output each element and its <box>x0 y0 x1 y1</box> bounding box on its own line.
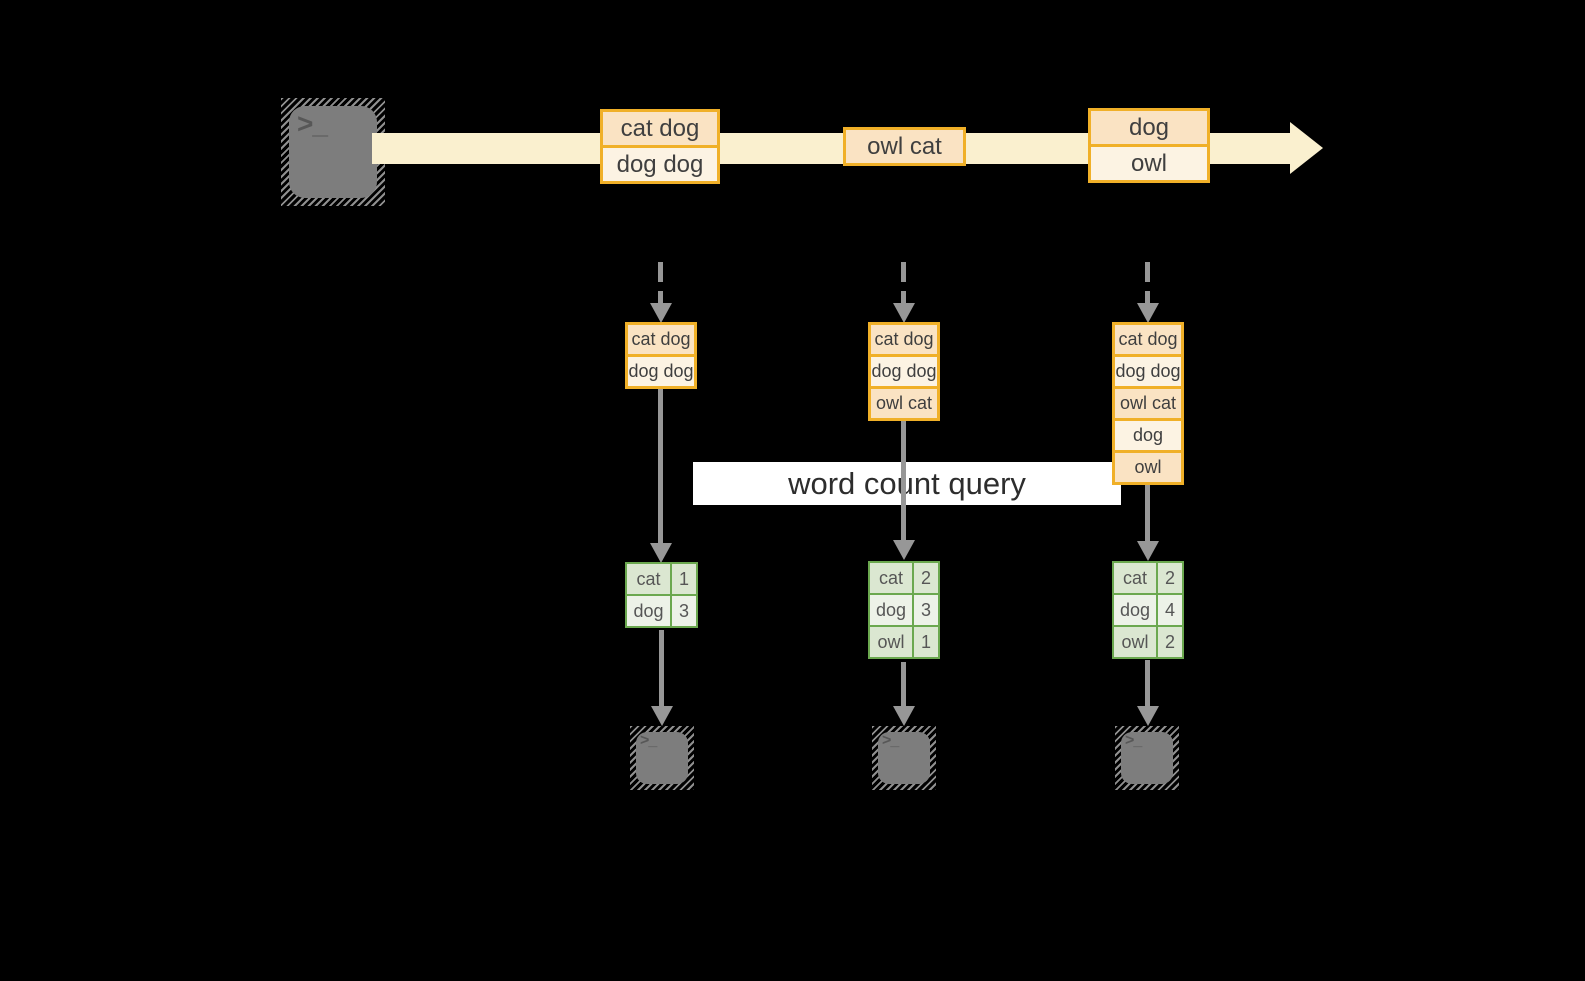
stack-record: owl cat <box>871 389 937 418</box>
output-terminal-icon-3: >_ <box>1115 726 1179 790</box>
stack-record: cat dog <box>628 325 694 354</box>
output-arrow-stem-3 <box>1145 660 1150 708</box>
query-arrowhead-2 <box>893 540 915 560</box>
source-terminal-icon: >_ <box>281 98 385 206</box>
stack-record: owl <box>1115 453 1181 482</box>
stream-record: owl <box>1091 147 1207 180</box>
count-cell: 2 <box>914 563 938 593</box>
query-arrowhead-3 <box>1137 541 1159 561</box>
terminal-prompt-glyph: >_ <box>882 732 899 749</box>
stack-record: dog dog <box>871 357 937 386</box>
count-cell: 3 <box>914 595 938 625</box>
table-row: cat 2 <box>1114 563 1182 593</box>
input-stack-1: cat dog dog dog <box>625 322 697 389</box>
stream-record: dog dog <box>603 148 717 181</box>
query-arrowhead-1 <box>650 543 672 563</box>
stream-batch-3: dog owl <box>1088 108 1210 183</box>
ingest-arrowhead-3 <box>1137 303 1159 323</box>
ingest-arrow-stem-2 <box>901 262 906 306</box>
table-row: cat 1 <box>627 564 696 594</box>
table-row: owl 2 <box>1114 627 1182 657</box>
table-row: dog 3 <box>870 595 938 625</box>
output-terminal-icon-2: >_ <box>872 726 936 790</box>
result-table-1: cat 1 dog 3 <box>625 562 698 628</box>
count-cell: 4 <box>1158 595 1182 625</box>
stream-record: cat dog <box>603 112 717 145</box>
table-row: dog 3 <box>627 596 696 626</box>
stack-record: dog dog <box>628 357 694 386</box>
output-terminal-icon-1: >_ <box>630 726 694 790</box>
word-cell: cat <box>1114 563 1156 593</box>
table-row: cat 2 <box>870 563 938 593</box>
terminal-prompt-glyph: >_ <box>1125 732 1142 749</box>
output-arrow-stem-1 <box>659 630 664 708</box>
input-stack-2: cat dog dog dog owl cat <box>868 322 940 421</box>
query-banner: word count query <box>693 462 1121 505</box>
result-table-3: cat 2 dog 4 owl 2 <box>1112 561 1184 659</box>
query-arrow-stem-2 <box>901 418 906 542</box>
ingest-arrow-stem-1 <box>658 262 663 306</box>
word-cell: dog <box>1114 595 1156 625</box>
terminal-screen <box>1121 732 1173 784</box>
word-cell: cat <box>870 563 912 593</box>
input-stack-3: cat dog dog dog owl cat dog owl <box>1112 322 1184 485</box>
stack-record: cat dog <box>871 325 937 354</box>
ingest-arrow-stem-3 <box>1145 262 1150 306</box>
stack-record: owl cat <box>1115 389 1181 418</box>
terminal-screen <box>289 106 377 198</box>
output-arrow-stem-2 <box>901 662 906 708</box>
result-table-2: cat 2 dog 3 owl 1 <box>868 561 940 659</box>
terminal-prompt-glyph: >_ <box>297 108 328 139</box>
ingest-arrowhead-1 <box>650 303 672 323</box>
output-arrowhead-3 <box>1137 706 1159 726</box>
stack-record: cat dog <box>1115 325 1181 354</box>
count-cell: 2 <box>1158 563 1182 593</box>
terminal-prompt-glyph: >_ <box>640 732 657 749</box>
stream-arrowhead-icon <box>1290 122 1323 174</box>
stream-batch-1: cat dog dog dog <box>600 109 720 184</box>
table-row: owl 1 <box>870 627 938 657</box>
stack-record: dog <box>1115 421 1181 450</box>
count-cell: 2 <box>1158 627 1182 657</box>
ingest-arrowhead-2 <box>893 303 915 323</box>
terminal-screen <box>636 732 688 784</box>
word-cell: owl <box>1114 627 1156 657</box>
stack-record: dog dog <box>1115 357 1181 386</box>
terminal-screen <box>878 732 930 784</box>
count-cell: 3 <box>672 596 696 626</box>
word-cell: dog <box>870 595 912 625</box>
output-arrowhead-2 <box>893 706 915 726</box>
word-cell: dog <box>627 596 670 626</box>
stream-record: owl cat <box>846 130 963 163</box>
word-cell: owl <box>870 627 912 657</box>
count-cell: 1 <box>914 627 938 657</box>
table-row: dog 4 <box>1114 595 1182 625</box>
query-arrow-stem-1 <box>658 387 663 545</box>
output-arrowhead-1 <box>651 706 673 726</box>
query-banner-label: word count query <box>788 465 1026 501</box>
stream-batch-2: owl cat <box>843 127 966 166</box>
stream-record: dog <box>1091 111 1207 144</box>
word-cell: cat <box>627 564 670 594</box>
count-cell: 1 <box>672 564 696 594</box>
query-arrow-stem-3 <box>1145 482 1150 543</box>
